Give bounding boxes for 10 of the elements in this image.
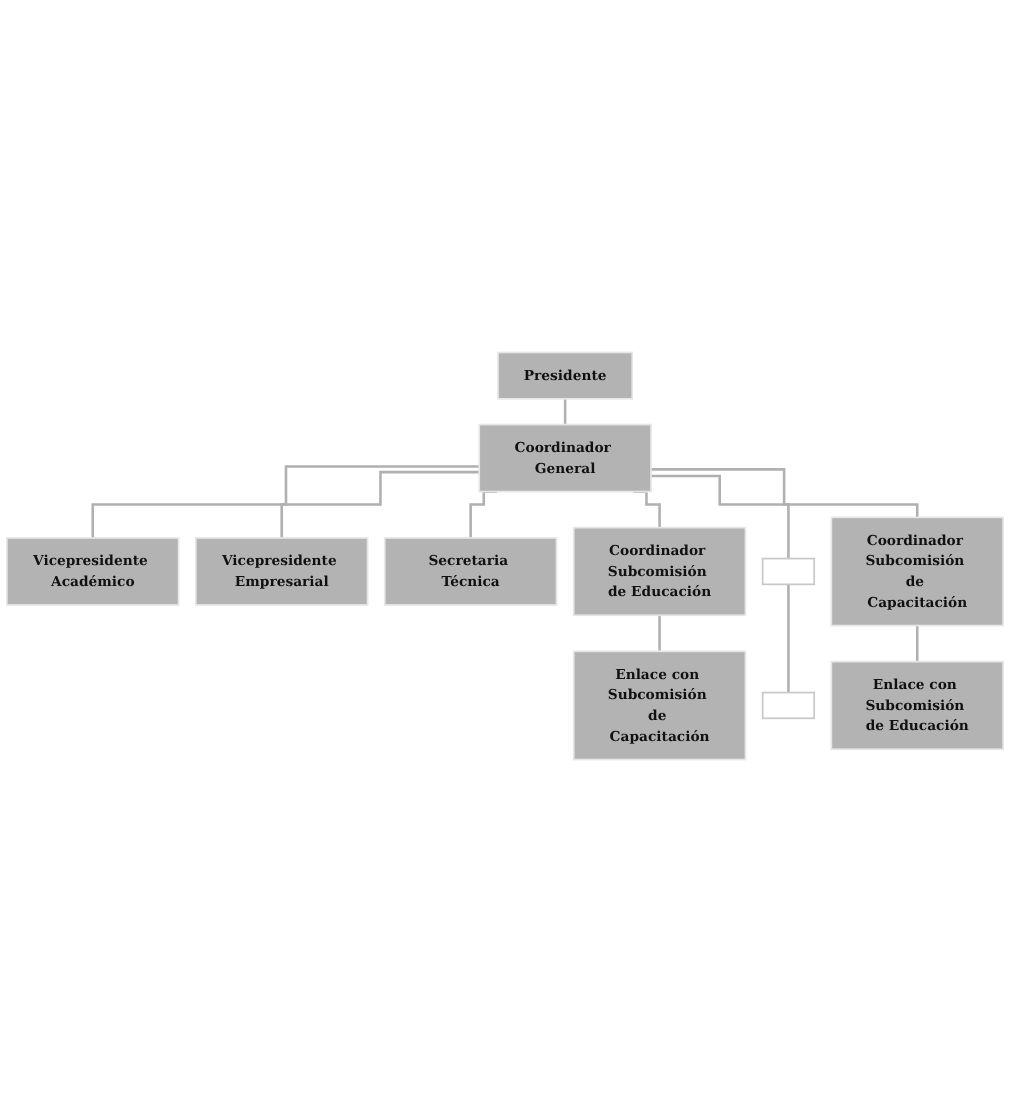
connector <box>658 613 661 653</box>
node-box <box>761 691 816 720</box>
connector <box>651 468 919 519</box>
connector <box>280 470 480 540</box>
connector <box>915 624 919 663</box>
connector <box>563 397 567 426</box>
node-box <box>761 557 816 586</box>
connector <box>91 465 480 540</box>
connector <box>651 474 790 560</box>
connector <box>787 583 790 694</box>
